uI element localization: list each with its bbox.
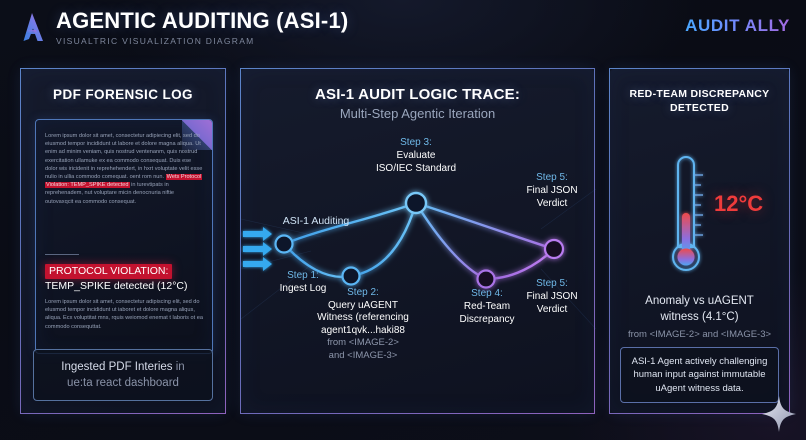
graph-node-step-4 [476,269,496,289]
anomaly-source: from <IMAGE-2> and <IMAGE-3> [627,329,772,340]
graph-node-step-3 [404,191,428,215]
brand-label: AUDIT ALLY [685,16,790,35]
audit-logic-trace-panel: ASI-1 AUDIT LOGIC TRACE: Multi-Step Agen… [240,68,596,414]
center-panel-title: ASI-1 AUDIT LOGIC TRACE: [314,86,521,103]
anomaly-summary: Anomaly vs uAGENT witness (4.1°C) from <… [618,293,781,343]
graph-node-step-5 [543,238,565,260]
doc-divider [45,254,79,255]
header-title-block: AGENTIC AUDITING (ASI-1) VISUALTRIC VISU… [56,8,348,46]
temperature-reading: 12°C [714,191,764,216]
left-panel-footer: Ingested PDF Interies in ue:ta react das… [33,349,213,401]
right-footer-text: ASI-1 Agent actively challenging human i… [631,355,768,394]
left-footer-dim-2: ue:ta react dashboard [67,377,179,389]
input-arrows-icon [243,227,272,271]
agentic-a-logo-icon [23,13,43,41]
left-footer-strong: Ingested PDF Interies [61,361,173,373]
pdf-document-preview[interactable]: Lorem ipsum dolor sit amet, consectetur … [35,119,213,354]
doc-paragraph-1: Lorem ipsum dolor sit amet, consectetur … [45,132,203,206]
pdf-forensic-log-panel: PDF FORENSIC LOG Lorem ipsum dolor sit a… [20,68,226,414]
left-footer-text: Ingested PDF Interies in ue:ta react das… [61,359,184,391]
left-panel-title: PDF FORENSIC LOG [53,87,193,102]
center-panel-subtitle: Multi-Step Agentic Iteration [339,106,496,121]
right-panel-title: RED-TEAM DISCREPANCY DETECTED [610,87,789,115]
sparkle-icon [762,396,796,432]
doc-paragraph-2: Lorem ipsum dolor sit amet, consectetur … [45,299,203,330]
graph-node-step-2 [341,266,361,286]
doc-text-pre: Lorem ipsum dolor sit amet, consectetur … [45,133,203,181]
page-title: AGENTIC AUDITING (ASI-1) [56,8,349,33]
red-team-discrepancy-panel: RED-TEAM DISCREPANCY DETECTED [609,68,790,414]
page-subtitle: VISUALTRIC VISUALIZATION DIAGRAM [56,36,255,46]
right-panel-title-line-1: RED-TEAM DISCREPANCY [629,88,770,100]
anomaly-line-2: witness (4.1°C) [660,311,739,323]
protocol-violation-detail: TEMP_SPIKE detected (12°C) [45,280,188,292]
agentic-trace-graph [241,188,596,330]
protocol-violation-badge: PROTOCOL VIOLATION: [45,264,173,279]
right-panel-footer: ASI-1 Agent actively challenging human i… [620,347,779,403]
thermometer-icon [672,156,703,271]
left-footer-dim-1: in [172,361,185,373]
graph-node-step-1 [274,234,294,254]
anomaly-line-1: Anomaly vs uAGENT [645,295,754,307]
right-panel-title-line-2: DETECTED [670,102,729,114]
page-fold-corner-icon [182,120,212,150]
doc-text-post: in turevtipats in reprehenadem, nut volu… [45,182,175,205]
app-header: AGENTIC AUDITING (ASI-1) VISUALTRIC VISU… [0,0,806,56]
